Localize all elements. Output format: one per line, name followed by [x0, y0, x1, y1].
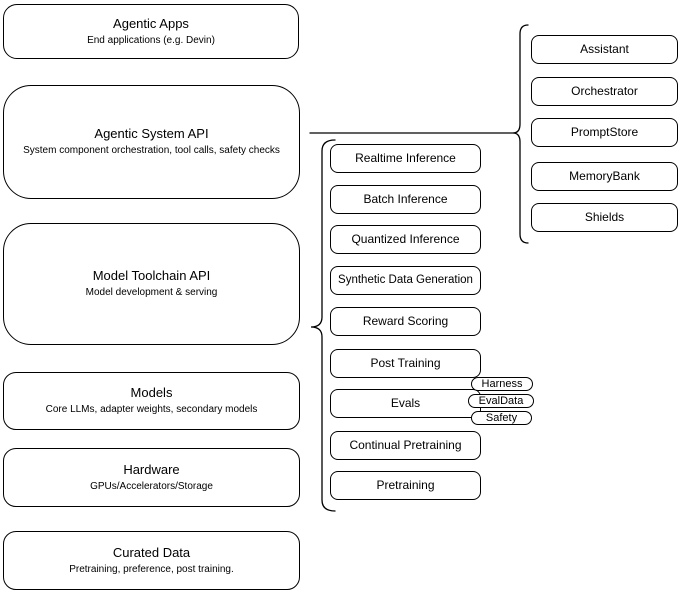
layer-model-toolchain-api: Model Toolchain API Model development & …	[3, 223, 300, 345]
layer-title: Agentic System API	[94, 126, 209, 142]
layer-title: Curated Data	[112, 544, 191, 560]
component-memorybank: MemoryBank	[531, 162, 678, 191]
layer-subtitle: GPUs/Accelerators/Storage	[90, 480, 213, 492]
layer-title: Models	[130, 385, 173, 401]
layer-subtitle: Pretraining, preference, post training.	[69, 563, 234, 575]
layer-agentic-apps: Agentic Apps End applications (e.g. Devi…	[3, 4, 299, 59]
toolchain-service-evals: Evals	[330, 389, 481, 418]
component-promptstore: PromptStore	[531, 118, 678, 147]
layer-subtitle: Core LLMs, adapter weights, secondary mo…	[45, 404, 258, 416]
right-curly-brace	[512, 24, 529, 244]
toolchain-service-reward-scoring: Reward Scoring	[330, 307, 481, 336]
layer-curated-data: Curated Data Pretraining, preference, po…	[3, 531, 300, 590]
toolchain-service-post-training: Post Training	[330, 349, 481, 378]
layer-title: Hardware	[123, 461, 180, 477]
toolchain-service-quantized-inference: Quantized Inference	[330, 225, 481, 254]
toolchain-service-pretraining: Pretraining	[330, 471, 481, 500]
layer-agentic-system-api: Agentic System API System component orch…	[3, 85, 300, 199]
component-assistant: Assistant	[531, 35, 678, 64]
layer-models: Models Core LLMs, adapter weights, secon…	[3, 372, 300, 430]
layer-hardware: Hardware GPUs/Accelerators/Storage	[3, 448, 300, 507]
eval-tag-harness: Harness	[471, 377, 533, 391]
eval-tag-evaldata: EvalData	[468, 394, 534, 408]
toolchain-service-continual-pretraining: Continual Pretraining	[330, 431, 481, 460]
layer-subtitle: End applications (e.g. Devin)	[87, 34, 215, 46]
component-orchestrator: Orchestrator	[531, 77, 678, 106]
layer-title: Model Toolchain API	[92, 268, 211, 284]
layer-subtitle: System component orchestration, tool cal…	[23, 145, 280, 157]
component-shields: Shields	[531, 203, 678, 232]
layer-subtitle: Model development & serving	[85, 287, 218, 299]
eval-tag-safety: Safety	[471, 411, 532, 425]
toolchain-service-batch-inference: Batch Inference	[330, 185, 481, 214]
layer-title: Agentic Apps	[113, 15, 189, 31]
toolchain-service-realtime-inference: Realtime Inference	[330, 144, 481, 173]
toolchain-service-synthetic-data-generation: Synthetic Data Generation	[330, 266, 481, 295]
